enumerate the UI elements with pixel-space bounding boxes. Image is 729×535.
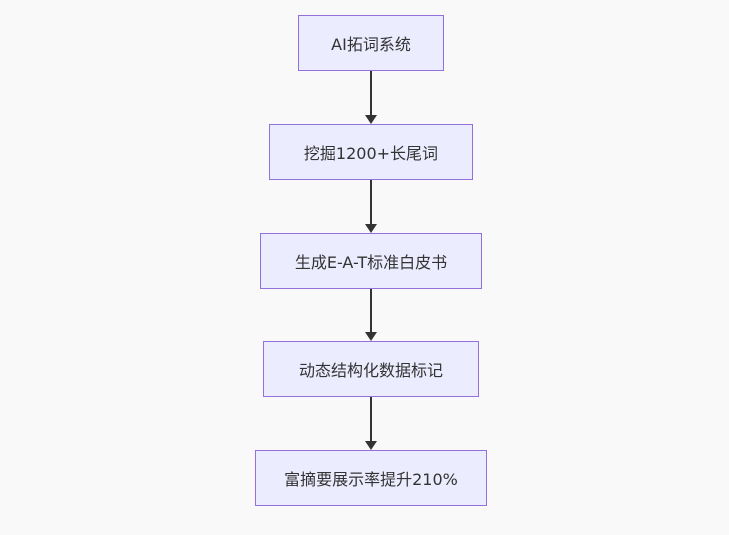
arrow-head-down-icon [365, 441, 377, 450]
flowchart-arrow-connector [365, 289, 377, 341]
flowchart-node-label: AI拓词系统 [331, 35, 411, 54]
arrow-shaft [370, 71, 372, 115]
flowchart-arrow-connector [365, 397, 377, 450]
flowchart-node-longtail-mining: 挖掘1200+长尾词 [269, 124, 473, 180]
flowchart-node-rich-snippet-result: 富摘要展示率提升210% [255, 450, 487, 506]
flowchart-node-label: 生成E-A-T标准白皮书 [294, 253, 448, 272]
flowchart-node-label: 富摘要展示率提升210% [284, 470, 458, 489]
flowchart-node-label: 挖掘1200+长尾词 [303, 144, 439, 163]
arrow-head-down-icon [365, 332, 377, 341]
flowchart-node-label: 动态结构化数据标记 [298, 361, 443, 380]
flowchart-node-ai-word-expansion: AI拓词系统 [298, 15, 444, 71]
flowchart-arrow-connector [365, 180, 377, 233]
arrow-shaft [370, 397, 372, 441]
arrow-head-down-icon [365, 115, 377, 124]
flowchart-node-eat-whitepaper: 生成E-A-T标准白皮书 [260, 233, 482, 289]
arrow-shaft [370, 180, 372, 224]
flowchart-arrow-connector [365, 71, 377, 124]
flowchart-node-structured-data-markup: 动态结构化数据标记 [263, 341, 479, 397]
arrow-head-down-icon [365, 224, 377, 233]
arrow-shaft [370, 289, 372, 332]
